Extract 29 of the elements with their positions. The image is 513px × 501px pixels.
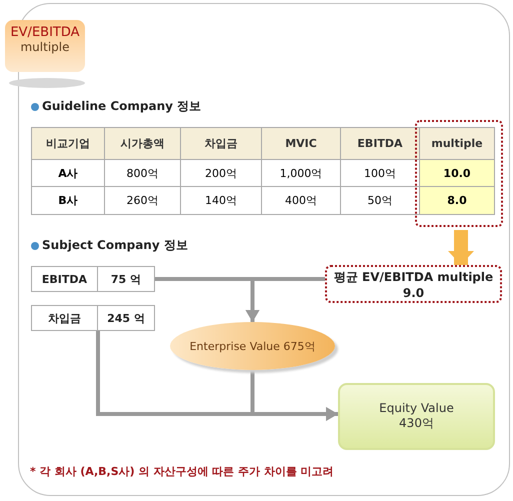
block-arrow <box>448 230 474 265</box>
result-text: 평균 EV/EBITDA multiple 9.0 <box>332 268 494 300</box>
table-cell: 10.0 <box>419 159 495 187</box>
title-tag <box>5 20 85 72</box>
field-label: EBITDA <box>32 267 98 291</box>
tag-subtitle: multiple <box>19 40 70 54</box>
field-value: 245 억 <box>106 310 146 326</box>
result-box <box>325 265 502 303</box>
value-box <box>31 305 155 331</box>
value-text: Enterprise Value 675억 <box>188 338 316 354</box>
header-cell: 비교기업 <box>31 127 105 160</box>
tag-title: EV/EBITDA <box>9 25 81 40</box>
result-box <box>338 383 495 450</box>
header-cell: 시가총액 <box>104 127 181 160</box>
header-cell: multiple <box>419 127 495 160</box>
section-heading: Subject Company 정보 <box>42 237 189 254</box>
connector-arrow <box>250 370 338 421</box>
table-cell: B사 <box>31 186 105 215</box>
value-box <box>31 266 155 292</box>
section-heading: Guideline Company 정보 <box>42 98 202 115</box>
header-cell: EBITDA <box>340 127 420 160</box>
header-cell: 차입금 <box>180 127 262 160</box>
table-cell: 8.0 <box>419 186 495 215</box>
header-cell: MVIC <box>261 127 341 160</box>
field-label: 차입금 <box>32 306 98 330</box>
footnote: * 각 회사 (A,B,S사) 의 자산구성에 따른 주가 차이를 미고려 <box>30 464 335 479</box>
field-value: 75 억 <box>110 272 142 288</box>
connector-arrow <box>246 277 325 322</box>
value-text: Equity Value 430억 <box>378 401 455 432</box>
